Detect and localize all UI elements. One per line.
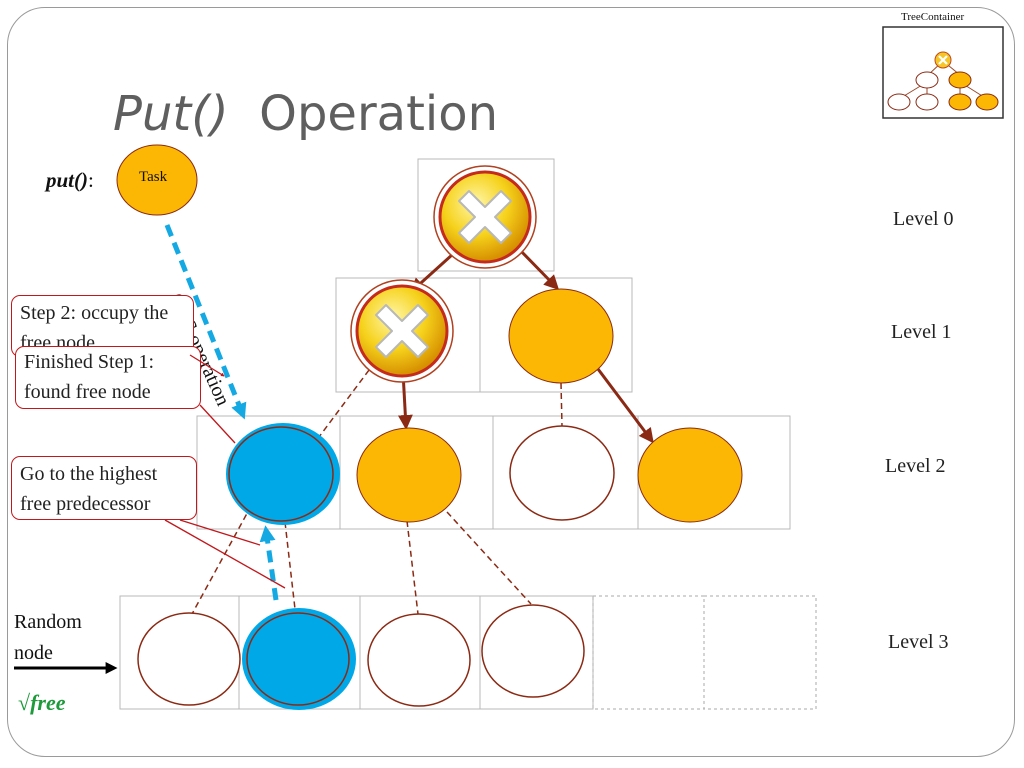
level-2-label: Level 2: [885, 455, 946, 477]
put-label: put():: [46, 168, 94, 193]
tree-container-thumbnail: [882, 26, 1004, 119]
free-label: √free: [18, 690, 66, 716]
edge-dashed: [560, 382, 563, 427]
tree-nodes: [137, 164, 743, 710]
put-colon: :: [88, 168, 94, 192]
slide-title: Put() Operation: [113, 86, 498, 142]
node-l2-3-occupied: [637, 427, 743, 523]
climb-arrow: [259, 525, 279, 601]
free-text: free: [30, 690, 66, 715]
node-l2-2-free: [509, 425, 615, 521]
callout-step1: Finished Step 1: found free node: [15, 346, 201, 409]
random-node-label: Random node: [14, 611, 82, 664]
node-l3-2-free: [367, 613, 471, 707]
edge-dashed: [284, 521, 296, 610]
task-node: [116, 144, 198, 216]
edge-dashed: [446, 511, 532, 605]
edge-dashed: [191, 496, 257, 615]
task-label: Task: [139, 169, 168, 185]
cell-l3-5: [703, 595, 817, 710]
check-mark-icon: √: [18, 690, 31, 715]
edge-dashed: [406, 520, 419, 615]
node-l1-1-occupied: [508, 288, 614, 384]
node-l3-3-free: [481, 604, 585, 698]
cas-arrow: [164, 224, 247, 420]
edge-solid: [515, 245, 560, 291]
slide-frame: [7, 7, 1015, 757]
tree-container-label: TreeContainer: [901, 11, 965, 23]
cell-l0-0: [417, 158, 555, 272]
tree-edges: [191, 243, 654, 615]
title-fn: Put(): [113, 86, 229, 142]
title-rest: Operation: [259, 86, 499, 142]
cell-l3-4: [592, 595, 705, 710]
callout-go-up: Go to the highest free predecessor: [11, 456, 197, 520]
node-l2-0-selected: [228, 426, 334, 522]
level-3-label: Level 3: [888, 631, 949, 653]
edge-dashed: [315, 361, 376, 442]
edge-solid: [596, 368, 654, 444]
level-1-label: Level 1: [891, 321, 952, 343]
put-fn: put(): [46, 168, 88, 192]
empty-cells: [592, 595, 817, 710]
node-l3-1-selected: [246, 612, 350, 706]
node-l2-1-occupied: [356, 427, 462, 523]
node-l3-0-free: [137, 612, 241, 706]
level-0-label: Level 0: [893, 208, 954, 230]
